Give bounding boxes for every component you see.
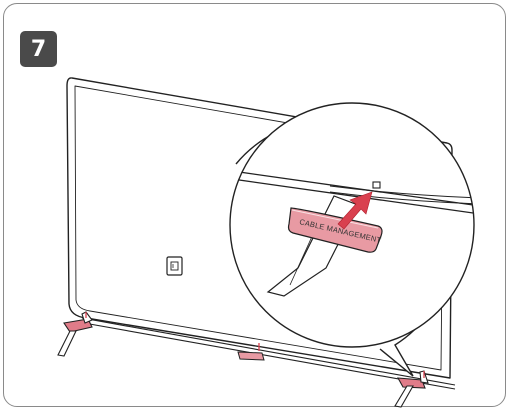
insert-arrow-icon (337, 191, 373, 230)
magnify-callout: CABLE MANAGEMENT (229, 102, 475, 377)
center-stand-foot (237, 343, 265, 361)
terminal-port-icon (166, 256, 183, 276)
step-number-badge: 7 (20, 31, 57, 67)
left-stand-foot (57, 311, 93, 357)
tv-bottom-edge (81, 317, 456, 390)
right-stand-foot (394, 370, 429, 408)
port-marker-icon (372, 181, 381, 189)
